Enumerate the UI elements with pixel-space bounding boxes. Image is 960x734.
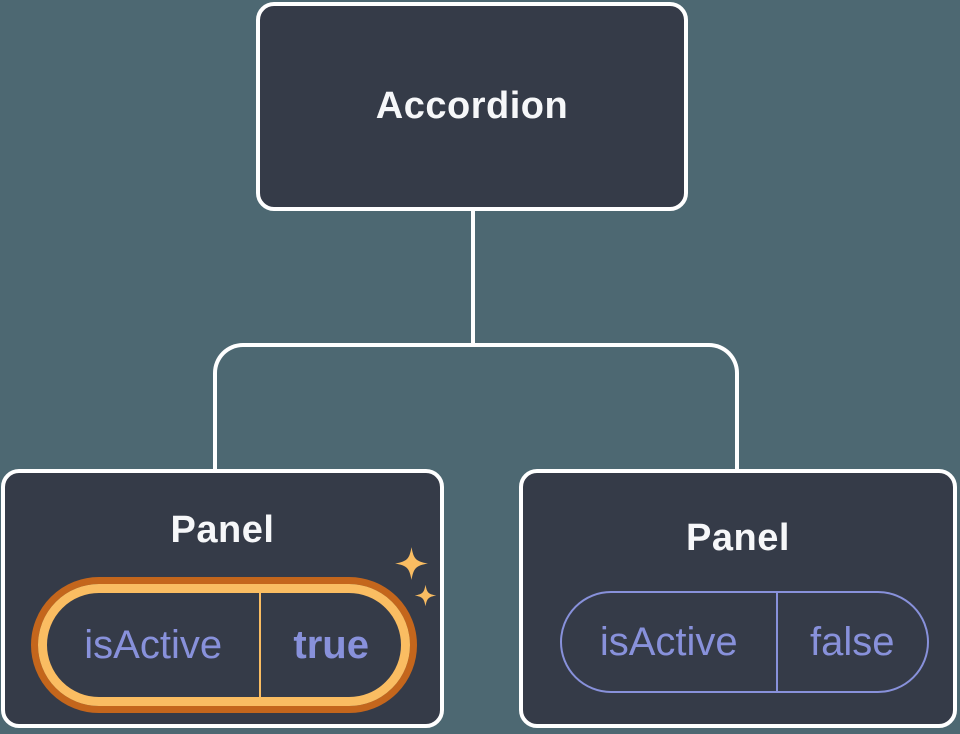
sparkle-icon-large: [394, 546, 429, 581]
state-value-cell: false: [775, 593, 927, 691]
accordion-node-label: Accordion: [375, 85, 569, 127]
panel-node-label: Panel: [170, 509, 275, 551]
panel-node-active: Panel isActive true: [1, 469, 444, 728]
connector-branch-tee: [213, 343, 739, 470]
state-value-label: false: [810, 619, 895, 664]
state-key-label: isActive: [599, 619, 738, 664]
state-key-cell: isActive: [562, 593, 776, 691]
state-key-label: isActive: [84, 622, 223, 667]
state-pill-active: isActive true: [31, 577, 417, 713]
connector-root-stem: [471, 211, 475, 347]
state-value-cell: true: [259, 593, 401, 697]
accordion-node: Accordion: [256, 2, 688, 211]
panel-node-inactive: Panel isActive false: [519, 469, 957, 728]
state-pill-active-inner: isActive true: [38, 584, 410, 706]
state-pill-inactive: isActive false: [560, 591, 929, 693]
sparkle-icon-small: [414, 584, 437, 607]
state-value-label: true: [293, 622, 369, 667]
panel-node-label: Panel: [686, 517, 790, 559]
state-key-cell: isActive: [47, 593, 259, 697]
